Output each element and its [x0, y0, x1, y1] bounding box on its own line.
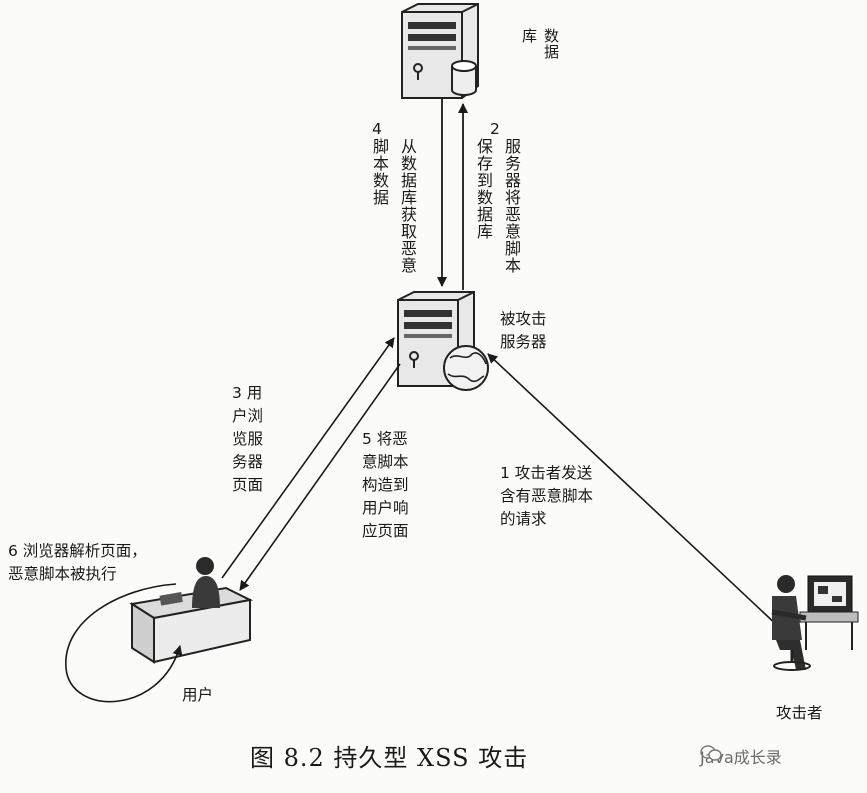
step5-label: 5 将恶 意脚本 构造到 用户响 应页面	[362, 430, 409, 540]
step2-number: 2	[490, 120, 500, 138]
attacker-icon	[771, 575, 859, 671]
attacker-label: 攻击者	[776, 704, 823, 722]
arrow-step5	[239, 363, 401, 591]
step4-number: 4	[372, 120, 382, 138]
user-person-icon	[192, 557, 220, 608]
chat-bubble-icon	[700, 745, 722, 761]
user-desk-icon	[129, 586, 254, 664]
watermark: Java成长录	[700, 744, 782, 768]
globe-icon	[443, 345, 489, 391]
arrow-step1	[487, 353, 781, 629]
target-server-label: 被攻击 服务器	[500, 310, 547, 351]
loop-arrow	[65, 583, 183, 703]
step1-label: 1 攻击者发送 含有恶意脚本 的请求	[500, 464, 594, 528]
step4-label-col2: 脚本数据	[370, 138, 389, 206]
step4-label-col1: 从数据库获取恶意	[398, 138, 417, 274]
database-cylinder-icon	[451, 60, 477, 96]
step2-label-col1: 服务器将恶意脚本	[502, 138, 521, 274]
user-label: 用户	[182, 686, 214, 704]
step2-label-col2: 保存到数据库	[474, 138, 493, 240]
figure-caption: 图 8.2 持久型 XSS 攻击	[250, 744, 529, 772]
database-label: 数据 库	[520, 28, 560, 60]
step3-label: 3 用 户浏 览服 务器 页面	[232, 384, 264, 494]
step6-label: 6 浏览器解析页面， 恶意脚本被执行	[8, 542, 147, 583]
arrow-step3	[221, 337, 395, 579]
